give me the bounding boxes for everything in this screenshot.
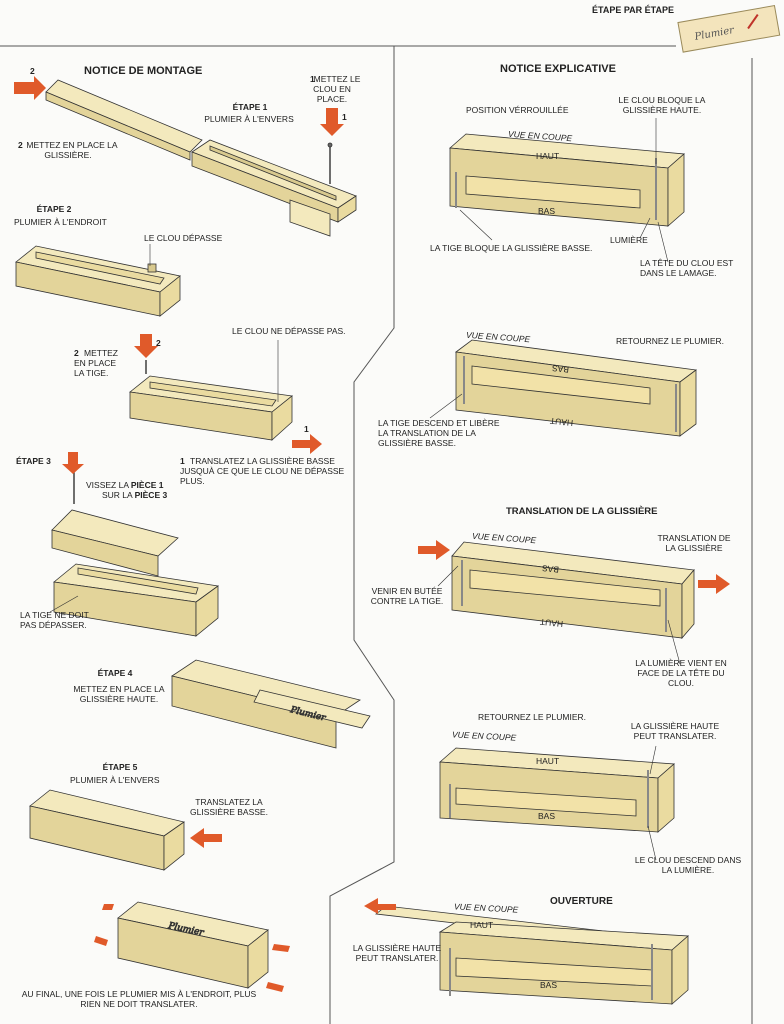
step1-lid [45, 79, 203, 161]
glissiere-number: 2 [18, 140, 23, 150]
section-view-opening [374, 905, 689, 1005]
page-frame [0, 45, 753, 1024]
venir-butee: VENIR EN BUTÉE CONTRE LA TIGE. [370, 586, 444, 606]
final-note: AU FINAL, UNE FOIS LE PLUMIER MIS À L'EN… [21, 989, 257, 1009]
glissiere-note: METTEZ EN PLACE LA GLISSIÈRE. [26, 140, 118, 160]
tige-ne-doit: LA TIGE NE DOIT PAS DÉPASSER. [20, 610, 89, 630]
etape4-title: ÉTAPE 4 [97, 668, 133, 678]
etape1-subtitle: PLUMIER À L'ENVERS [204, 114, 294, 124]
etape2-title: ÉTAPE 2 [36, 204, 72, 214]
arrow-number-2: 2 [30, 66, 35, 76]
etape2-subtitle: PLUMIER À L'ENDROIT [14, 217, 107, 227]
translatez-number: 1 [180, 456, 185, 466]
section-view-flipped [454, 339, 698, 437]
step3-top-part [51, 468, 179, 577]
arrow-number-2b: 2 [156, 338, 161, 348]
ouverture-title: OUVERTURE [550, 896, 613, 907]
etape3-title: ÉTAPE 3 [16, 456, 51, 466]
orange-arrows-right [364, 540, 730, 914]
haut-label-5: HAUT [470, 920, 494, 930]
etape5-title: ÉTAPE 5 [102, 762, 138, 772]
tige-bloque: LA TIGE BLOQUE LA GLISSIÈRE BASSE. [430, 243, 593, 253]
step2b-box [129, 360, 293, 441]
final-box: Plumier [117, 901, 269, 989]
clou-depasse: LE CLOU DÉPASSE [144, 233, 223, 243]
translation-de: TRANSLATION DE LA GLISSIÈRE [657, 533, 731, 553]
section-view-translation [451, 541, 695, 640]
retournez-1: RETOURNEZ LE PLUMIER. [616, 336, 725, 346]
bas-label-1: BAS [538, 206, 556, 216]
right-title: NOTICE EXPLICATIVE [500, 63, 616, 75]
step2-box [15, 245, 181, 317]
tige-number: 2 [74, 348, 79, 358]
page-header-title: ÉTAPE PAR ÉTAPE [592, 5, 675, 15]
haut-label-1: HAUT [536, 151, 560, 161]
tige-note: METTEZ EN PLACE LA TIGE. [74, 348, 118, 378]
left-title: NOTICE DE MONTAGE [84, 65, 203, 77]
etape4-subtitle: METTEZ EN PLACE LA GLISSIÈRE HAUTE. [73, 684, 165, 704]
step1-note: METTEZ LE CLOU EN PLACE. [313, 74, 361, 104]
position-verrouillee: POSITION VÉRROUILLÉE [466, 105, 569, 115]
translatez-note: TRANSLATEZ LA GLISSIÈRE BASSE JUSQUÀ CE … [180, 456, 345, 486]
step1-note-number: 1 [310, 74, 315, 84]
orange-arrows-left [14, 76, 344, 992]
clou-bloque: LE CLOU BLOQUE LA GLISSIÈRE HAUTE. [618, 95, 706, 115]
etape1-title: ÉTAPE 1 [232, 102, 268, 112]
translatez-basse: TRANSLATEZ LA GLISSIÈRE BASSE. [190, 797, 268, 817]
step3-bottom-part [53, 563, 220, 637]
glissiere-haute-2: LA GLISSIÈRE HAUTE PEUT TRANSLATER. [352, 943, 442, 963]
arrow-number-1: 1 [342, 112, 347, 122]
step4-box: Plumier [171, 659, 371, 749]
bas-label-3: BAS [541, 563, 560, 575]
leader-lines [49, 118, 681, 861]
retournez-2: RETOURNEZ LE PLUMIER. [478, 712, 587, 722]
translation-title: TRANSLATION DE LA GLISSIÈRE [506, 506, 658, 517]
lumiere-label: LUMIÈRE [610, 235, 648, 245]
arrow-number-1b: 1 [304, 424, 309, 434]
section-view-locked [449, 133, 685, 227]
haut-label-4: HAUT [536, 756, 560, 766]
lumiere-face: LA LUMIÈRE VIENT EN FACE DE LA TÊTE DU C… [635, 658, 727, 688]
step5-box [29, 789, 185, 871]
bas-label-4: BAS [538, 811, 556, 821]
bas-label-5: BAS [540, 980, 558, 990]
etape5-subtitle: PLUMIER À L'ENVERS [70, 775, 160, 785]
tige-descend: LA TIGE DESCEND ET LIBÈRE LA TRANSLATION… [378, 418, 500, 448]
bas-label-2: BAS [551, 363, 570, 375]
plumier-logo: Plumier [677, 4, 781, 53]
glissiere-haute-1: LA GLISSIÈRE HAUTE PEUT TRANSLATER. [630, 721, 720, 741]
clou-ne-depasse: LE CLOU NE DÉPASSE PAS. [232, 326, 346, 336]
step1-box [191, 139, 357, 237]
section-view-upper-slide [439, 747, 675, 833]
tete-clou: LA TÊTE DU CLOU EST DANS LE LAMAGE. [640, 258, 734, 278]
clou-descend: LE CLOU DESCEND DANS LA LUMIÈRE. [634, 855, 742, 875]
